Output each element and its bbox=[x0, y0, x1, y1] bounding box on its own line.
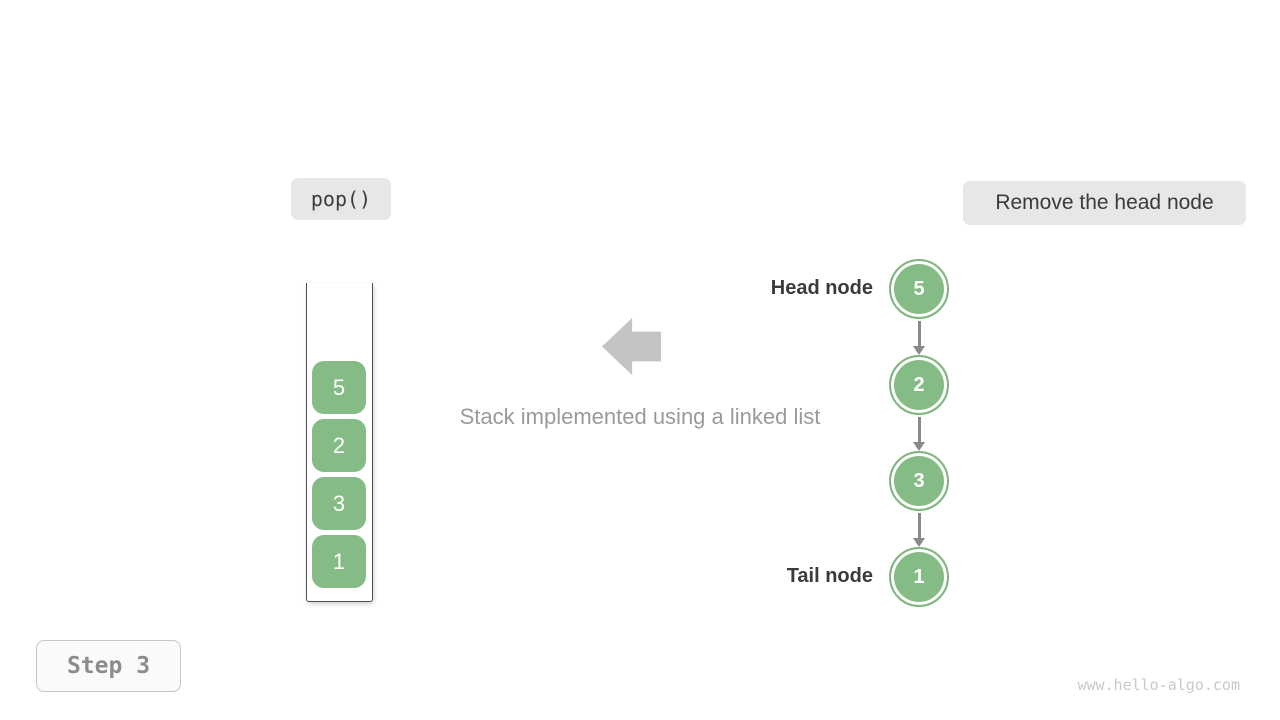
linked-list-node: 3 bbox=[889, 451, 949, 511]
left-block-arrow-icon bbox=[602, 318, 661, 375]
step-indicator: Step 3 bbox=[36, 640, 181, 692]
stack-item-value: 1 bbox=[332, 548, 346, 574]
stack-item-value: 5 bbox=[332, 374, 346, 400]
caption-text: Stack implemented using a linked list bbox=[459, 404, 821, 429]
stack-item: 5 bbox=[312, 361, 366, 414]
linked-list-node: 2 bbox=[889, 355, 949, 415]
node-value: 2 bbox=[913, 373, 925, 396]
stack-item: 3 bbox=[312, 477, 366, 530]
linked-list-node: 1 bbox=[889, 547, 949, 607]
action-label: Remove the head node bbox=[995, 191, 1214, 214]
node-value: 3 bbox=[913, 469, 925, 492]
node-value: 5 bbox=[913, 277, 925, 300]
down-arrow-icon bbox=[913, 513, 925, 547]
action-badge: Remove the head node bbox=[963, 181, 1246, 225]
linked-list-node: 5 bbox=[889, 259, 949, 319]
node-value: 1 bbox=[913, 565, 925, 588]
stack-item: 1 bbox=[312, 535, 366, 588]
stack-item: 2 bbox=[312, 419, 366, 472]
pop-operation-badge: pop() bbox=[291, 178, 391, 220]
stack-item-value: 3 bbox=[332, 490, 346, 516]
pop-operation-label: pop() bbox=[310, 187, 372, 211]
tail-node-label: Tail node bbox=[786, 565, 873, 587]
watermark-text: www.hello-algo.com bbox=[1077, 676, 1240, 694]
stack-item-value: 2 bbox=[332, 432, 346, 458]
down-arrow-icon bbox=[913, 417, 925, 451]
step-label: Step 3 bbox=[66, 653, 151, 679]
head-node-label: Head node bbox=[770, 277, 873, 299]
down-arrow-icon bbox=[913, 321, 925, 355]
stack-container: 5 2 3 1 bbox=[306, 283, 373, 602]
